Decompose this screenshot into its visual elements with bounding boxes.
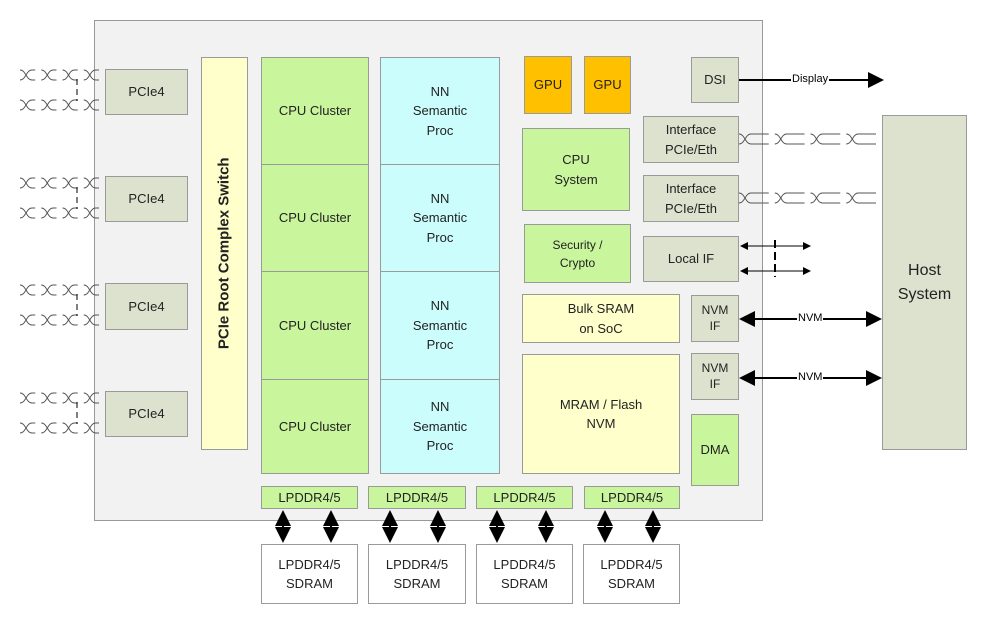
interface-pcie-eth-2: Interface PCIe/Eth [643, 175, 739, 222]
sdram-2: LPDDR4/5 SDRAM [368, 544, 466, 604]
nvm-label-1: NVM [797, 312, 824, 324]
pcie4-port-3: PCIe4 [105, 283, 188, 330]
pcie-link-4a [19, 392, 99, 404]
dsi-block: DSI [691, 57, 739, 103]
mram-flash-nvm: MRAM / Flash NVM [522, 354, 680, 474]
nvm-if-2: NVM IF [691, 353, 739, 400]
lpddr-controller-2: LPDDR4/5 [368, 486, 466, 509]
cpu-cluster-4: CPU Cluster [261, 379, 369, 474]
cpu-system: CPU System [522, 128, 630, 211]
pcie-link-3a [19, 284, 99, 296]
dma: DMA [691, 414, 739, 486]
switch-label: PCIe Root Complex Switch [215, 157, 233, 350]
sdram-3: LPDDR4/5 SDRAM [476, 544, 573, 604]
gpu-1: GPU [524, 56, 572, 114]
nn-semantic-proc-2: NN Semantic Proc [380, 164, 500, 272]
nvm-label-2: NVM [797, 371, 824, 383]
cpu-cluster-3: CPU Cluster [261, 271, 369, 380]
lpddr-controller-3: LPDDR4/5 [476, 486, 573, 509]
pcie4-port-4: PCIe4 [105, 391, 188, 437]
pcie-link-2b [19, 207, 99, 219]
nn-semantic-proc-3: NN Semantic Proc [380, 271, 500, 380]
pcie-root-complex-switch: PCIe Root Complex Switch [201, 57, 248, 450]
lpddr-controller-4: LPDDR4/5 [584, 486, 680, 509]
sdram-4: LPDDR4/5 SDRAM [583, 544, 680, 604]
pcie-link-3b [19, 314, 99, 326]
interface-pcie-eth-1: Interface PCIe/Eth [643, 116, 739, 163]
lpddr-controller-1: LPDDR4/5 [261, 486, 358, 509]
nn-semantic-proc-4: NN Semantic Proc [380, 379, 500, 474]
display-label: Display [791, 73, 830, 85]
pcie-link-2a [19, 177, 99, 189]
nn-semantic-proc-1: NN Semantic Proc [380, 57, 500, 165]
interface-link-1 [738, 133, 876, 145]
host-system: Host System [882, 115, 967, 450]
cpu-cluster-2: CPU Cluster [261, 164, 369, 272]
pcie4-port-2: PCIe4 [105, 176, 188, 222]
pcie-link-1a [19, 69, 99, 81]
cpu-cluster-1: CPU Cluster [261, 57, 369, 165]
gpu-2: GPU [584, 56, 631, 114]
pcie-link-4b [19, 422, 99, 434]
sdram-1: LPDDR4/5 SDRAM [261, 544, 358, 604]
security-crypto: Security / Crypto [524, 224, 631, 283]
nvm-if-1: NVM IF [691, 295, 739, 342]
bulk-sram: Bulk SRAM on SoC [522, 294, 680, 343]
interface-link-2 [738, 192, 876, 204]
local-if: Local IF [643, 236, 739, 282]
pcie4-port-1: PCIe4 [105, 69, 188, 115]
pcie-link-1b [19, 99, 99, 111]
